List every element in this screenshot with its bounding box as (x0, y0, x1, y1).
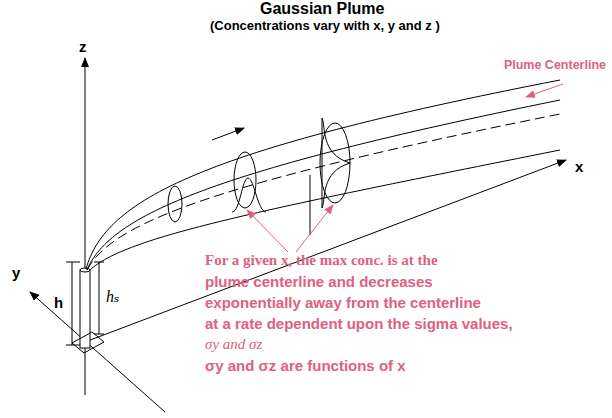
axis-label: x (575, 158, 583, 175)
annotation-line: σy and σz (205, 336, 262, 353)
axis-label: z (79, 38, 87, 55)
annotation-line: exponentially away from the centerline (205, 294, 481, 311)
annotation-line: plume centerline and decreases (205, 273, 433, 290)
annotation-line: at a rate dependent upon the sigma value… (205, 315, 513, 332)
diagram-title: Gaussian Plume (260, 0, 385, 18)
annotation-line: For a given x, the max conc. is at the (205, 252, 438, 269)
annotation-line: σy and σz are functions of x (205, 357, 406, 374)
subtitle: (Concentrations vary with x, y and z ) (210, 19, 440, 34)
callout-label: Plume Centerline (504, 58, 606, 72)
dimension-label: h (54, 294, 63, 311)
dimension-label: hₛ (106, 288, 119, 306)
axis-label: y (12, 264, 20, 281)
